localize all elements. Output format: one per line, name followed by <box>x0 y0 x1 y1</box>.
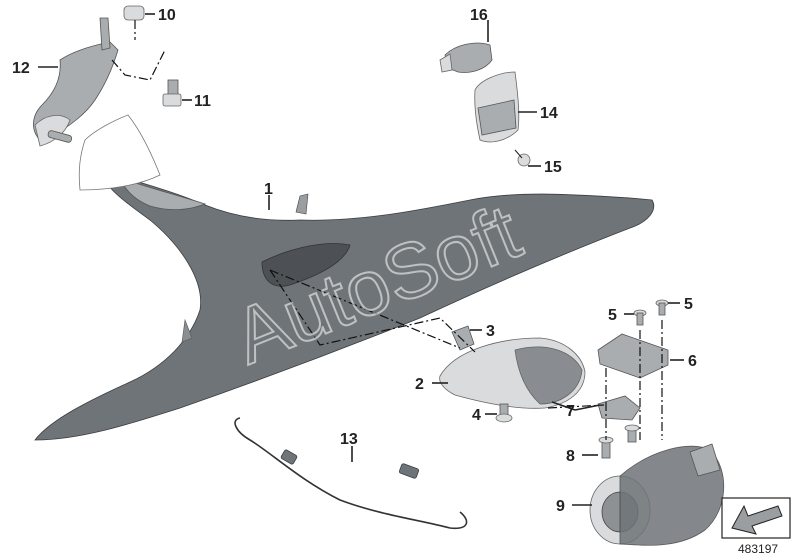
callout-16: 16 <box>470 7 488 24</box>
leader-lines <box>38 13 684 506</box>
callout-14: 14 <box>540 105 558 122</box>
callout-7: 7 <box>566 403 575 420</box>
callout-1: 1 <box>264 181 273 198</box>
callout-15: 15 <box>544 159 562 176</box>
fairing-part-1 <box>34 169 655 441</box>
screws-part-8 <box>598 424 640 459</box>
callout-5-left: 5 <box>608 307 617 324</box>
screws-part-5 <box>633 299 669 326</box>
bolt-part-11 <box>162 79 182 107</box>
callout-11: 11 <box>194 93 211 110</box>
bracket-part-7 <box>597 395 641 421</box>
fog-lamp-part-9 <box>589 443 725 546</box>
bracket-part-12 <box>33 17 119 147</box>
direction-arrow-icon <box>721 497 791 539</box>
wire-harness-part-13 <box>234 417 468 530</box>
callout-6: 6 <box>688 353 697 370</box>
mount-plate-part-6 <box>597 333 669 379</box>
cover-part-14 <box>474 71 520 143</box>
lamp-cover-part-2 <box>439 337 586 409</box>
dash-assembly-10-11 <box>111 20 166 81</box>
spacer-part-10 <box>123 5 145 21</box>
clip-part-3 <box>451 325 475 351</box>
callout-4: 4 <box>472 407 481 424</box>
callout-9: 9 <box>556 498 565 515</box>
callout-3: 3 <box>486 323 495 340</box>
callout-13: 13 <box>340 431 358 448</box>
cap-part-16 <box>439 42 493 73</box>
callout-12: 12 <box>12 60 30 77</box>
screw-part-4 <box>495 403 513 423</box>
callout-2: 2 <box>415 376 424 393</box>
callout-5-right: 5 <box>684 296 693 313</box>
screw-part-15 <box>514 149 531 167</box>
callout-8: 8 <box>566 448 575 465</box>
callout-10: 10 <box>158 7 176 24</box>
diagram-number: 483197 <box>738 542 778 556</box>
windshield-piece <box>78 114 161 191</box>
